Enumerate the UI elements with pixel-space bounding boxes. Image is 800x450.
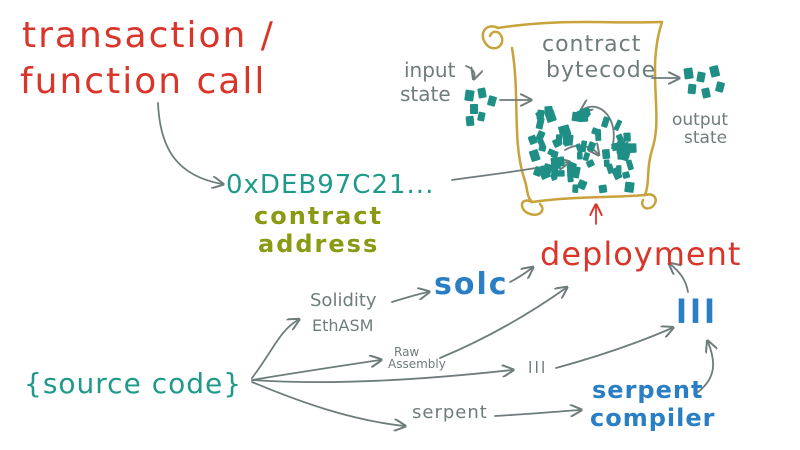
arrow-transaction-to-address [157, 102, 222, 184]
bytecode-cell [623, 132, 631, 142]
bytecode-cell [535, 130, 546, 142]
bytecode-cell [576, 151, 583, 160]
contract-scroll [481, 20, 664, 216]
serpent-compiler-label-line2: compiler [590, 404, 716, 432]
bytecode-cell [622, 171, 631, 179]
bytecode-cell [555, 134, 563, 145]
arrow-source-to-solidity [251, 320, 298, 379]
arrow-small-lll-to-big-lll [555, 328, 672, 369]
bytecode-cell [601, 116, 610, 128]
bytecode-cell [576, 179, 588, 191]
output-state-label-line1: output [672, 110, 729, 130]
lll-small-label: lll [528, 358, 548, 377]
arrow-source-to-raw [251, 360, 380, 381]
bytecode-title-line1: contract [542, 32, 642, 57]
bytecode-cells [527, 105, 637, 194]
bytecode-cell [611, 166, 623, 180]
transaction-label-line2: function call [20, 61, 267, 102]
bytecode-title-line2: bytecode [546, 58, 657, 83]
bytecode-cell [582, 152, 591, 162]
output-state-cells [683, 65, 725, 99]
bytecode-cell [585, 159, 595, 168]
arrow-serpent-to-compiler [494, 410, 580, 416]
contract-address-label-line1: contract [254, 202, 384, 230]
bytecode-cell [533, 166, 543, 177]
bytecode-cell [581, 110, 590, 118]
arrow-serpent-compiler-to-lll [697, 342, 713, 393]
bytecode-cell [591, 127, 600, 136]
bytecode-cell [601, 148, 611, 160]
bytecode-cell [550, 157, 561, 170]
bytecode-cell [562, 134, 574, 146]
source-code-label: {source code} [24, 367, 243, 400]
bytecode-cell [535, 117, 545, 130]
arrow-bytecode-loop [582, 107, 615, 149]
bytecode-cell [619, 141, 631, 153]
bytecode-cell [613, 119, 623, 131]
deployment-label: deployment [540, 235, 742, 273]
bytecode-cell [528, 149, 541, 162]
bytecode-cell [624, 181, 635, 193]
bytecode-cell [615, 133, 624, 143]
bytecode-cell [527, 134, 538, 145]
raw-assembly-label-line1: Raw [394, 345, 420, 359]
bytecode-cell [540, 164, 551, 178]
solc-label: solc [434, 267, 509, 302]
ethasm-label: EthASM [312, 316, 374, 335]
input-state-label-line1: input [404, 58, 456, 82]
bytecode-cell [586, 141, 597, 152]
lll-big-label: lll [676, 293, 718, 331]
bytecode-cell [544, 105, 553, 113]
solidity-label: Solidity [310, 290, 377, 311]
transaction-label-line1: transaction / [22, 15, 275, 56]
bytecode-cell [575, 143, 583, 154]
raw-assembly-label-line2: Assembly [388, 357, 446, 371]
arrow-source-to-serpent [251, 381, 404, 426]
contract-address-label-line2: address [258, 230, 380, 258]
contract-address-value: 0xDEB97C21... [226, 170, 435, 200]
bytecode-cell [598, 184, 608, 194]
bytecode-cell [625, 159, 634, 171]
bytecode-cell [558, 156, 565, 167]
arrow-solidity-to-solc [391, 292, 428, 303]
arrow-solc-to-deployment [509, 268, 532, 283]
arrow-input-curl [465, 65, 475, 78]
input-state-cells [464, 87, 497, 127]
serpent-compiler-label-line1: serpent [592, 376, 704, 404]
bytecode-cell [547, 148, 556, 157]
bytecode-cell [617, 152, 623, 160]
output-state-label-line2: state [684, 128, 728, 148]
arrow-raw-assembly-to-deployment [439, 288, 566, 359]
serpent-language-label: serpent [412, 402, 488, 423]
bytecode-cell [567, 173, 574, 183]
bytecode-cell [556, 170, 565, 177]
input-state-label-line2: state [400, 82, 451, 106]
bytecode-cell [558, 125, 568, 136]
arrow-source-to-lll [251, 370, 512, 383]
arrow-big-lll-to-deployment [670, 264, 689, 293]
